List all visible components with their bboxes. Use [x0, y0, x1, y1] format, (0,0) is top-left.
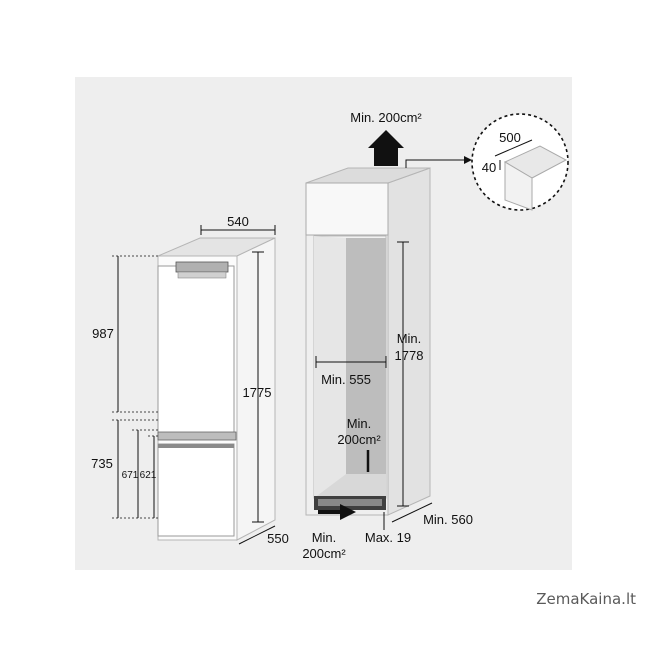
- fridge-drawer-b-label: 621: [140, 470, 157, 481]
- fridge-width-label: 540: [227, 214, 249, 229]
- fridge-middle-hinge: [157, 431, 237, 441]
- bottom-vent-arrow: [318, 504, 356, 520]
- fridge-total-height-label: 1775: [243, 385, 272, 400]
- niche-height-label: Min.: [397, 331, 422, 346]
- niche-height-value: 1778: [395, 348, 424, 363]
- fridge-depth-label: 550: [267, 531, 289, 546]
- rear-vent-label-1: Min.: [347, 416, 372, 431]
- niche-drawing: [305, 130, 472, 530]
- plinth-label: Max. 19: [365, 530, 411, 545]
- fridge-upper-door: [157, 265, 235, 435]
- fridge-top-hinge: [175, 261, 229, 273]
- top-vent-label: Min. 200cm²: [350, 110, 422, 125]
- rear-vent-label-2: 200cm²: [337, 432, 381, 447]
- fridge-top-height-label: 987: [92, 326, 114, 341]
- fridge-lower-door: [157, 443, 235, 537]
- niche-width-label: Min. 555: [321, 372, 371, 387]
- niche-top-cabinet: [305, 182, 389, 236]
- corner-detail: [471, 113, 569, 211]
- top-vent-arrow: [368, 130, 404, 166]
- bottom-vent-label-1: Min.: [312, 530, 337, 545]
- niche-depth-label: Min. 560: [423, 512, 473, 527]
- fridge-drawer-a-label: 671: [122, 470, 139, 481]
- corner-depth-label: 40: [482, 160, 496, 175]
- niche-back-wall: [346, 238, 386, 474]
- fridge-drawing: [112, 225, 276, 545]
- bottom-vent-label-2: 200cm²: [302, 546, 346, 561]
- detail-leader-line: [405, 159, 464, 168]
- watermark: ZemaKaina.lt: [536, 590, 636, 608]
- corner-width-label: 500: [499, 130, 521, 145]
- fridge-bottom-height-label: 735: [91, 456, 113, 471]
